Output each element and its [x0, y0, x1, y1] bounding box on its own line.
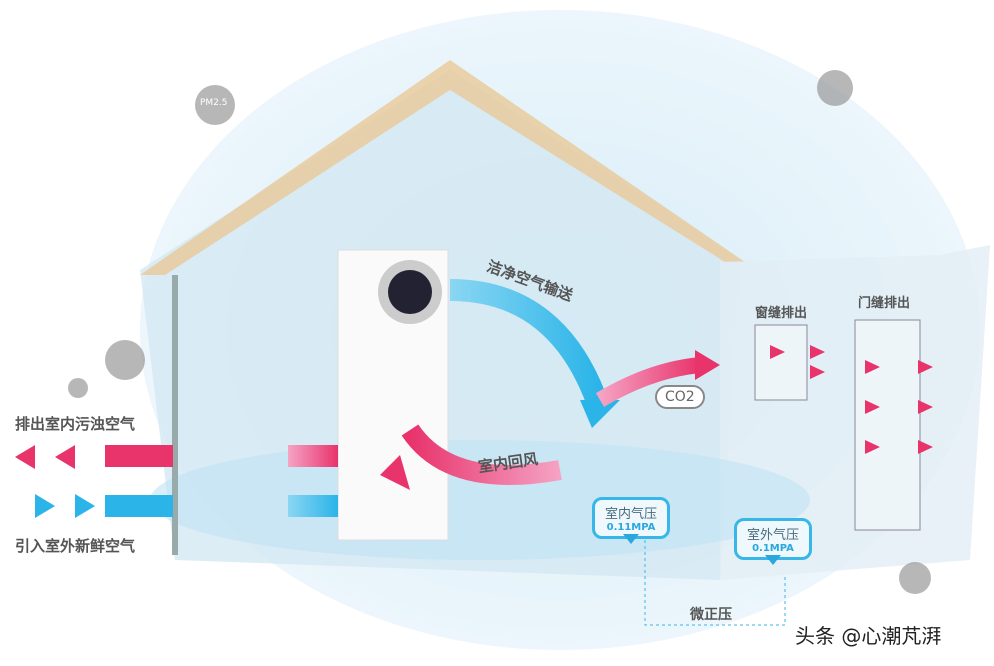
micro-positive-label: 微正压: [690, 607, 732, 623]
particle-label: PM2.5: [200, 98, 228, 108]
door-exhaust-label: 门缝排出: [858, 296, 911, 311]
watermark: 头条 @心潮芃湃: [795, 624, 942, 648]
pm-particle-icon: [195, 85, 235, 125]
co2-cloud: CO2: [655, 385, 705, 409]
return-air-arrow: [401, 424, 562, 485]
window-exhaust-label: 窗缝排出: [755, 306, 808, 321]
clean-supply-arrow: [449, 279, 611, 414]
exhaust-label: 排出室内污浊空气: [15, 415, 136, 433]
intake-label: 引入室外新鲜空气: [15, 537, 136, 555]
